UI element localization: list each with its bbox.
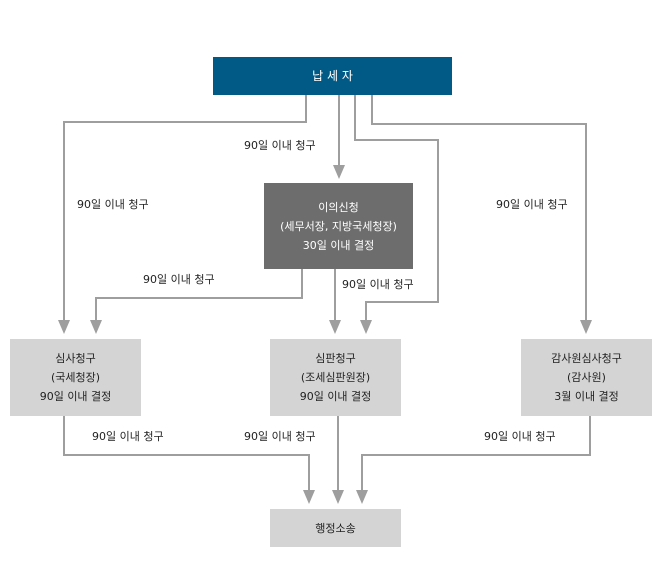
audit-node: 감사원심사청구 (감사원) 3월 이내 결정 bbox=[521, 339, 652, 416]
edge-objection-to-review bbox=[95, 269, 303, 320]
taxpayer-label: 납 세 자 bbox=[312, 68, 353, 83]
taxpayer-node: 납 세 자 bbox=[213, 57, 452, 95]
label-objection-to-adjudication: 90일 이내 청구 bbox=[342, 278, 414, 291]
label-objection-to-review: 90일 이내 청구 bbox=[143, 273, 215, 286]
audit-title: 감사원심사청구 bbox=[551, 352, 622, 365]
label-to-review: 90일 이내 청구 bbox=[77, 198, 149, 211]
adjudication-deadline: 90일 이내 결정 bbox=[299, 390, 372, 403]
objection-node: 이의신청 (세무서장, 지방국세청장) 30일 이내 결정 bbox=[264, 183, 413, 269]
arrow-into-objection bbox=[333, 165, 345, 179]
objection-title: 이의신청 bbox=[318, 200, 359, 214]
label-audit-to-lawsuit: 90일 이내 청구 bbox=[484, 430, 556, 443]
arrow-into-adjudication-right bbox=[360, 320, 372, 334]
arrow-into-review-right bbox=[90, 320, 102, 334]
adjudication-title: 심판청구 bbox=[315, 352, 356, 365]
review-authority: (국세청장) bbox=[50, 371, 101, 384]
audit-authority: (감사원) bbox=[567, 371, 606, 384]
adjudication-authority: (조세심판원장) bbox=[300, 371, 371, 384]
edge-taxpayer-to-review bbox=[63, 95, 307, 320]
label-review-to-lawsuit: 90일 이내 청구 bbox=[92, 430, 164, 443]
objection-deadline: 30일 이내 결정 bbox=[302, 238, 375, 252]
edge-taxpayer-to-adjudication bbox=[354, 95, 439, 320]
arrow-into-audit bbox=[580, 320, 592, 334]
arrow-into-lawsuit-left bbox=[303, 490, 315, 504]
label-to-objection: 90일 이내 청구 bbox=[244, 139, 316, 152]
review-title: 심사청구 bbox=[55, 352, 96, 365]
review-node: 심사청구 (국세청장) 90일 이내 결정 bbox=[10, 339, 141, 416]
audit-deadline: 3월 이내 결정 bbox=[554, 390, 619, 403]
lawsuit-node: 행정소송 bbox=[270, 509, 401, 547]
edge-review-to-lawsuit bbox=[63, 416, 310, 490]
label-adjudication-to-lawsuit: 90일 이내 청구 bbox=[244, 430, 316, 443]
lawsuit-label: 행정소송 bbox=[315, 521, 356, 535]
adjudication-node: 심판청구 (조세심판원장) 90일 이내 결정 bbox=[270, 339, 401, 416]
arrow-into-adjudication-left bbox=[329, 320, 341, 334]
objection-authority: (세무서장, 지방국세청장) bbox=[280, 219, 397, 233]
arrow-into-review-left bbox=[58, 320, 70, 334]
label-to-audit: 90일 이내 청구 bbox=[496, 198, 568, 211]
edge-audit-to-lawsuit bbox=[361, 416, 591, 490]
edge-taxpayer-to-audit bbox=[371, 95, 587, 320]
review-deadline: 90일 이내 결정 bbox=[39, 390, 112, 403]
arrow-into-lawsuit-right bbox=[356, 490, 368, 504]
arrow-into-lawsuit-center bbox=[332, 490, 344, 504]
